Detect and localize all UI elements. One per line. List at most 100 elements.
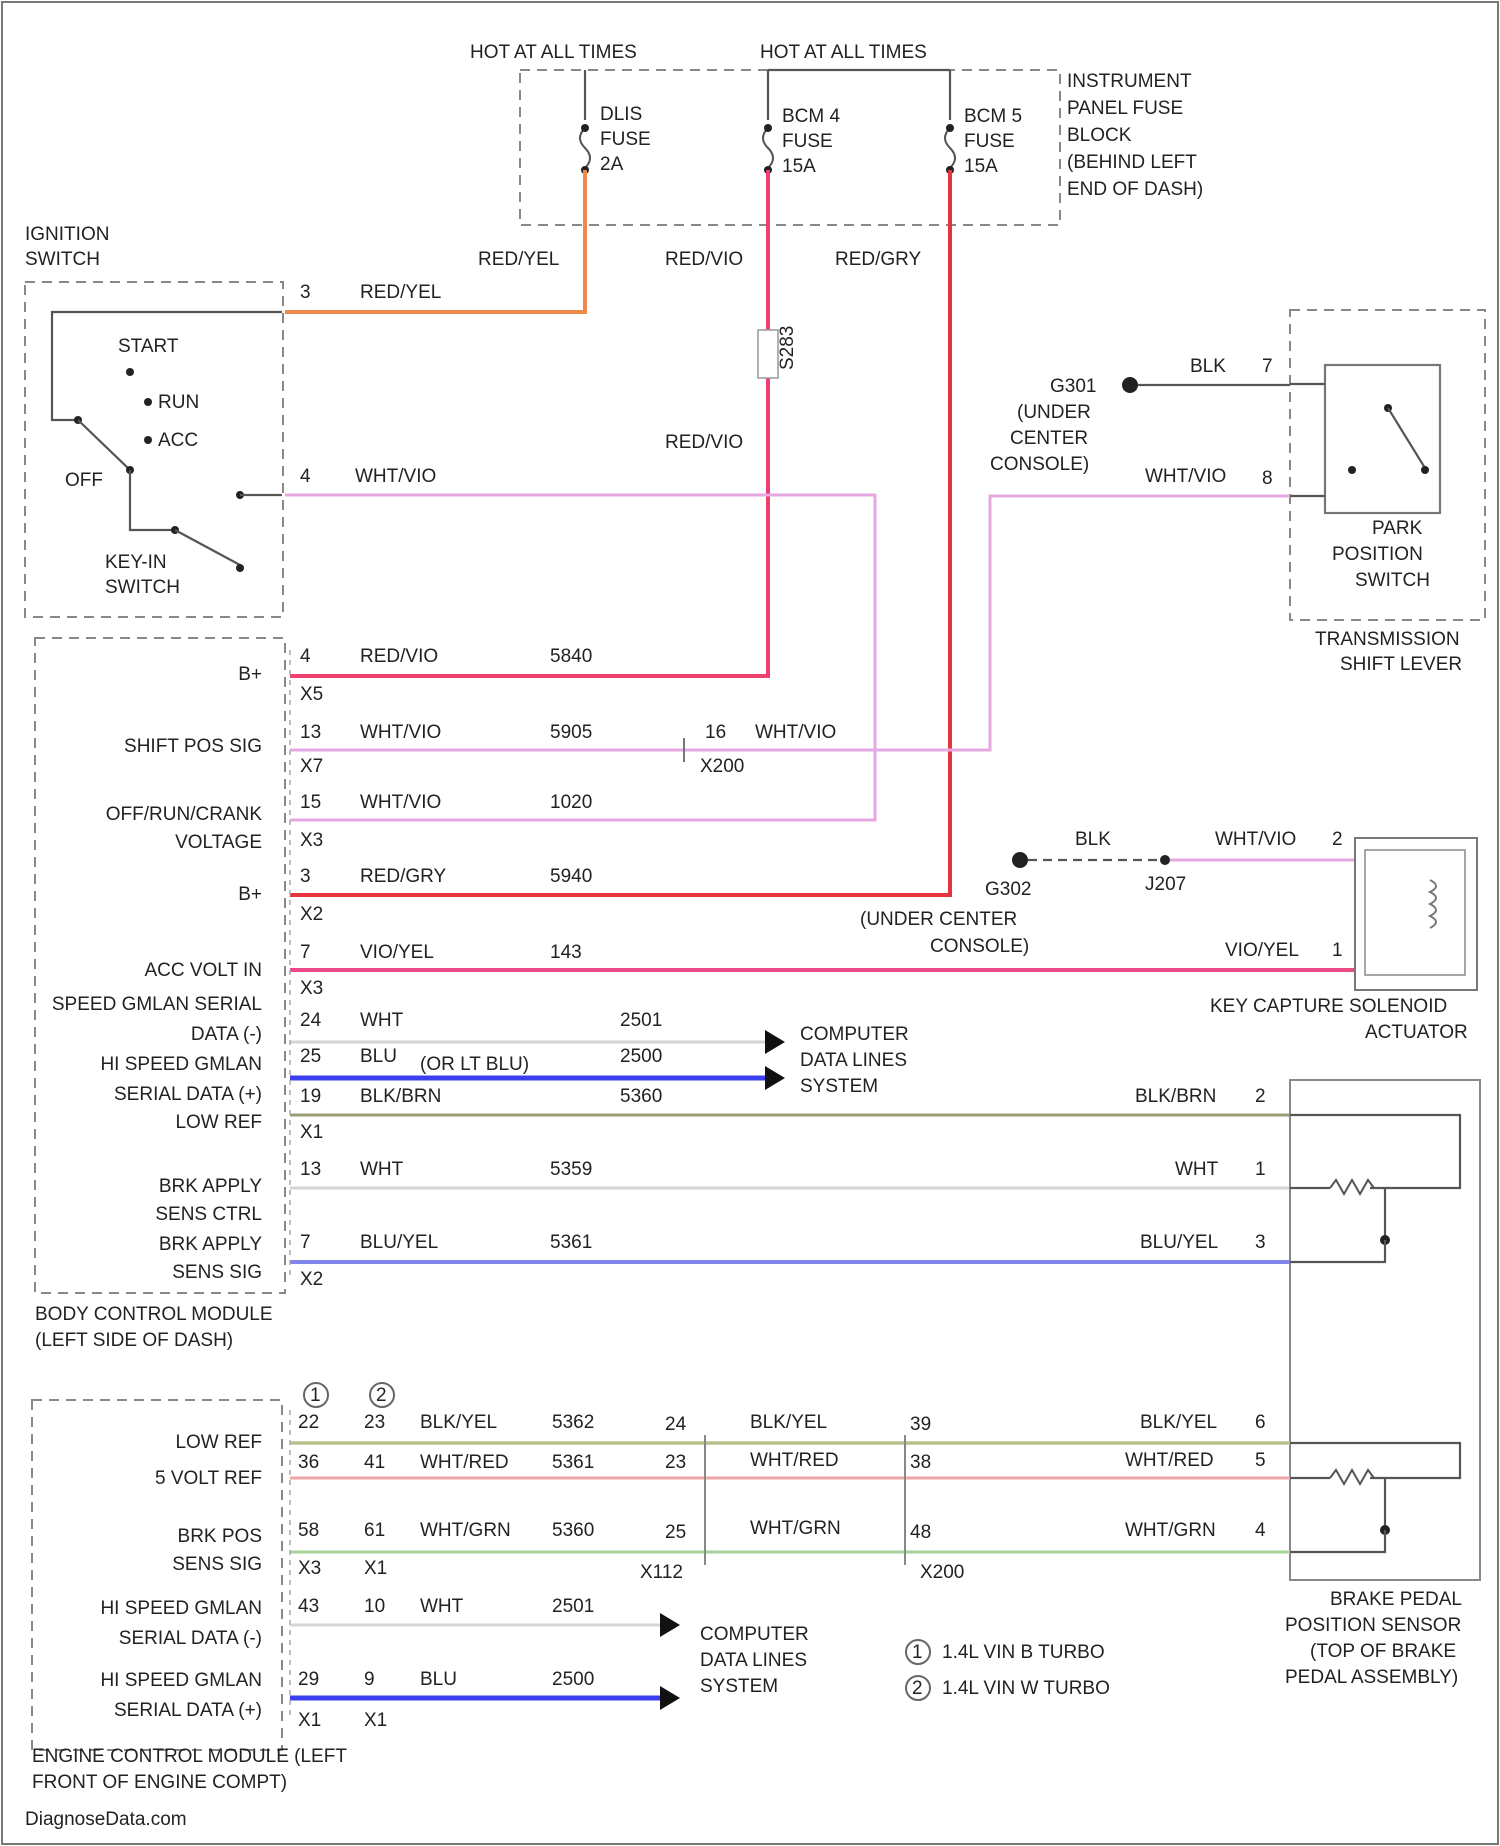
- diagram-label: WHT/VIO: [360, 792, 441, 813]
- diagram-label: 36: [298, 1452, 319, 1473]
- diagram-label: WHT/GRN: [1125, 1520, 1216, 1541]
- diagram-label: HI SPEED GMLAN: [100, 1670, 262, 1691]
- fuse-bcm4-amps: 15A: [782, 156, 816, 177]
- diagram-label: 7: [300, 1232, 311, 1253]
- diagram-label: KEY CAPTURE SOLENOID: [1210, 996, 1447, 1017]
- diagram-label: 1020: [550, 792, 592, 813]
- diagram-label: 7: [300, 942, 311, 963]
- diagram-label: (BEHIND LEFT: [1067, 152, 1197, 173]
- diagram-label: BLU: [420, 1669, 457, 1690]
- diagram-label: WHT/RED: [420, 1452, 509, 1473]
- fuse-bcm4-name: BCM 4: [782, 106, 841, 127]
- diagram-label: 1: [1332, 940, 1343, 961]
- diagram-label: WHT/VIO: [355, 466, 436, 487]
- fuse-bcm5-name: BCM 5: [964, 106, 1022, 127]
- diagram-label: BLOCK: [1067, 125, 1132, 146]
- diagram-label: WHT: [360, 1159, 404, 1180]
- diagram-label: OFF: [65, 470, 103, 491]
- diagram-label: 3: [300, 282, 311, 303]
- diagram-label: BLU: [360, 1046, 397, 1067]
- diagram-label: VIO/YEL: [1225, 940, 1299, 961]
- diagram-label: BLK: [1190, 356, 1226, 377]
- diagram-label: BRK APPLY: [159, 1234, 262, 1255]
- diagram-label: ACC VOLT IN: [144, 960, 262, 981]
- diagram-label: (UNDER: [1017, 402, 1091, 423]
- diagram-label: 3: [300, 866, 311, 887]
- diagram-label: 24: [300, 1010, 322, 1031]
- diagram-label: SENS SIG: [172, 1554, 262, 1575]
- diagram-label: POSITION SENSOR: [1285, 1615, 1461, 1636]
- hot-label-right: HOT AT ALL TIMES: [760, 42, 927, 63]
- diagram-label: J207: [1145, 874, 1186, 895]
- diagram-label: RED/YEL: [478, 249, 559, 270]
- diagram-label: 13: [300, 722, 321, 743]
- diagram-label: X7: [300, 756, 323, 777]
- diagram-label: 39: [910, 1414, 931, 1435]
- diagram-label: 3: [1255, 1232, 1266, 1253]
- diagram-label: 2: [1255, 1086, 1266, 1107]
- diagram-label: SERIAL DATA (-): [119, 1628, 262, 1649]
- diagram-label: BLK/YEL: [750, 1412, 827, 1433]
- diagram-label: SPEED GMLAN SERIAL: [52, 994, 262, 1015]
- diagram-label: 19: [300, 1086, 321, 1107]
- diagram-label: LOW REF: [175, 1112, 262, 1133]
- diagram-label: 5 VOLT REF: [155, 1468, 262, 1489]
- diagram-label: 5: [1255, 1450, 1266, 1471]
- diagram-label: RED/VIO: [665, 249, 743, 270]
- diagram-label: BLK/YEL: [1140, 1412, 1217, 1433]
- diagram-label: SWITCH: [105, 577, 180, 598]
- diagram-label: IGNITION: [25, 224, 109, 245]
- diagram-label: BLK: [1075, 829, 1111, 850]
- diagram-label: X3: [300, 978, 323, 999]
- diagram-label: 1: [912, 1642, 923, 1663]
- diagram-label: B+: [238, 884, 262, 905]
- diagram-label: 23: [364, 1412, 385, 1433]
- fuse-dlis-amps: 2A: [600, 154, 624, 175]
- diagram-label: 41: [364, 1452, 385, 1473]
- diagram-label: 61: [364, 1520, 385, 1541]
- diagram-label: HI SPEED GMLAN: [100, 1054, 262, 1075]
- diagram-label: X200: [700, 756, 744, 777]
- diagram-label: ACTUATOR: [1365, 1022, 1468, 1043]
- diagram-label: 2: [376, 1385, 387, 1406]
- diagram-label: X1: [364, 1710, 387, 1731]
- diagram-label: VIO/YEL: [360, 942, 434, 963]
- diagram-label: 8: [1262, 468, 1273, 489]
- diagram-label: INSTRUMENT: [1067, 71, 1192, 92]
- diagram-label: X2: [300, 1269, 323, 1290]
- diagram-label: DATA LINES: [800, 1050, 907, 1071]
- diagram-label: 2501: [552, 1596, 594, 1617]
- diagram-label: X1: [300, 1122, 323, 1143]
- diagram-label: 5905: [550, 722, 592, 743]
- diagram-label: WHT/VIO: [1215, 829, 1296, 850]
- diagram-label: HI SPEED GMLAN: [100, 1598, 262, 1619]
- diagram-label: 1: [1255, 1159, 1266, 1180]
- diagram-label: PARK: [1372, 518, 1423, 539]
- diagram-label: 6: [1255, 1412, 1266, 1433]
- diagram-label: 10: [364, 1596, 385, 1617]
- diagram-label: BLK/YEL: [420, 1412, 497, 1433]
- diagram-label: RED/VIO: [665, 432, 743, 453]
- fuse-dlis-name: DLIS: [600, 104, 642, 125]
- diagram-label: 5360: [552, 1520, 594, 1541]
- diagram-label: 5360: [620, 1086, 662, 1107]
- diagram-label: WHT: [360, 1010, 404, 1031]
- diagram-label: 2: [1332, 829, 1343, 850]
- diagram-label: 4: [300, 466, 311, 487]
- diagram-label: 143: [550, 942, 582, 963]
- diagram-label: 9: [364, 1669, 375, 1690]
- diagram-label: 5362: [552, 1412, 594, 1433]
- diagram-label: SYSTEM: [800, 1076, 878, 1097]
- diagram-label: G302: [985, 879, 1031, 900]
- diagram-label: SENS SIG: [172, 1262, 262, 1283]
- diagram-label: 23: [665, 1452, 686, 1473]
- diagram-label: SHIFT LEVER: [1340, 654, 1462, 675]
- diagram-label: LOW REF: [175, 1432, 262, 1453]
- diagram-label: WHT/GRN: [750, 1518, 841, 1539]
- diagram-label: X1: [364, 1558, 387, 1579]
- diagram-label: 2500: [552, 1669, 594, 1690]
- diagram-label: CENTER: [1010, 428, 1088, 449]
- diagram-label: VOLTAGE: [175, 832, 262, 853]
- splice-s283: [758, 330, 778, 378]
- diagram-label: 5361: [552, 1452, 594, 1473]
